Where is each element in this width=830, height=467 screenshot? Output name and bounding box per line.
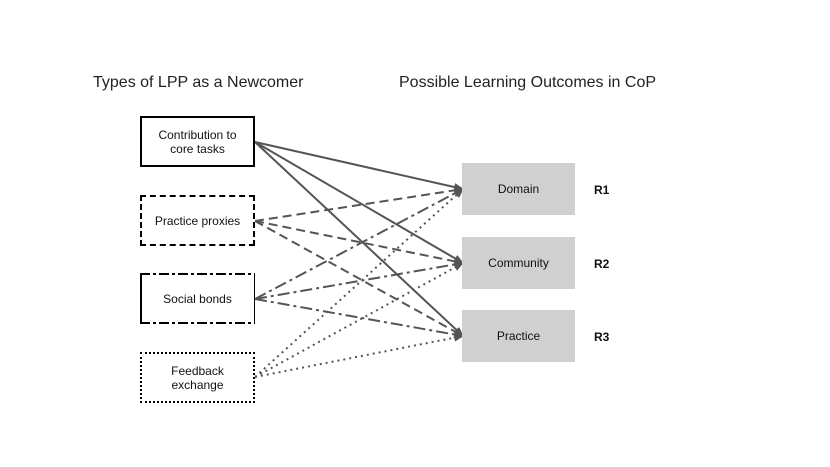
source-label-feedback-line2: exchange bbox=[171, 377, 224, 392]
outcome-label-practice: Practice bbox=[496, 329, 541, 343]
source-box-practice-proxies: Practice proxies bbox=[140, 195, 255, 246]
left-column-heading: Types of LPP as a Newcomer bbox=[93, 74, 304, 91]
source-label-practice-proxies: Practice proxies bbox=[154, 213, 241, 228]
source-label-contribution-line1: Contribution to bbox=[158, 127, 237, 142]
source-label-feedback-line1: Feedback bbox=[171, 363, 224, 378]
source-label-social-bonds: Social bonds bbox=[163, 291, 232, 306]
edge-solid-to-community bbox=[254, 141, 464, 264]
source-box-feedback-exchange: Feedback exchange bbox=[140, 352, 255, 403]
outcome-code-r3: R3 bbox=[594, 330, 610, 344]
outcome-label-community: Community bbox=[488, 256, 549, 270]
edge-dash-dot-to-practice bbox=[254, 298, 464, 339]
edge-dash-dot-to-domain bbox=[254, 188, 464, 300]
edge-dashed-to-domain bbox=[254, 186, 464, 222]
edge-dashed-to-community bbox=[254, 220, 464, 266]
source-box-social-bonds: Social bonds bbox=[140, 273, 255, 324]
outcome-box-practice: Practice bbox=[462, 310, 575, 362]
edge-dotted-to-community bbox=[254, 262, 464, 378]
outcome-box-community: Community bbox=[462, 237, 575, 289]
edge-dash-dot-to-community bbox=[254, 260, 464, 300]
outcome-label-domain: Domain bbox=[497, 182, 540, 196]
edge-solid-to-practice bbox=[254, 141, 464, 337]
outcome-code-r1: R1 bbox=[594, 183, 610, 197]
edge-solid-to-domain bbox=[254, 141, 464, 191]
right-column-heading: Possible Learning Outcomes in CoP bbox=[399, 74, 657, 91]
edge-dotted-to-practice bbox=[254, 333, 464, 378]
source-label-contribution-line2: core tasks bbox=[170, 141, 225, 156]
edge-dashed-to-practice bbox=[254, 220, 464, 337]
source-box-contribution: Contribution to core tasks bbox=[140, 116, 255, 167]
outcome-box-domain: Domain bbox=[462, 163, 575, 215]
outcome-code-r2: R2 bbox=[594, 257, 610, 271]
